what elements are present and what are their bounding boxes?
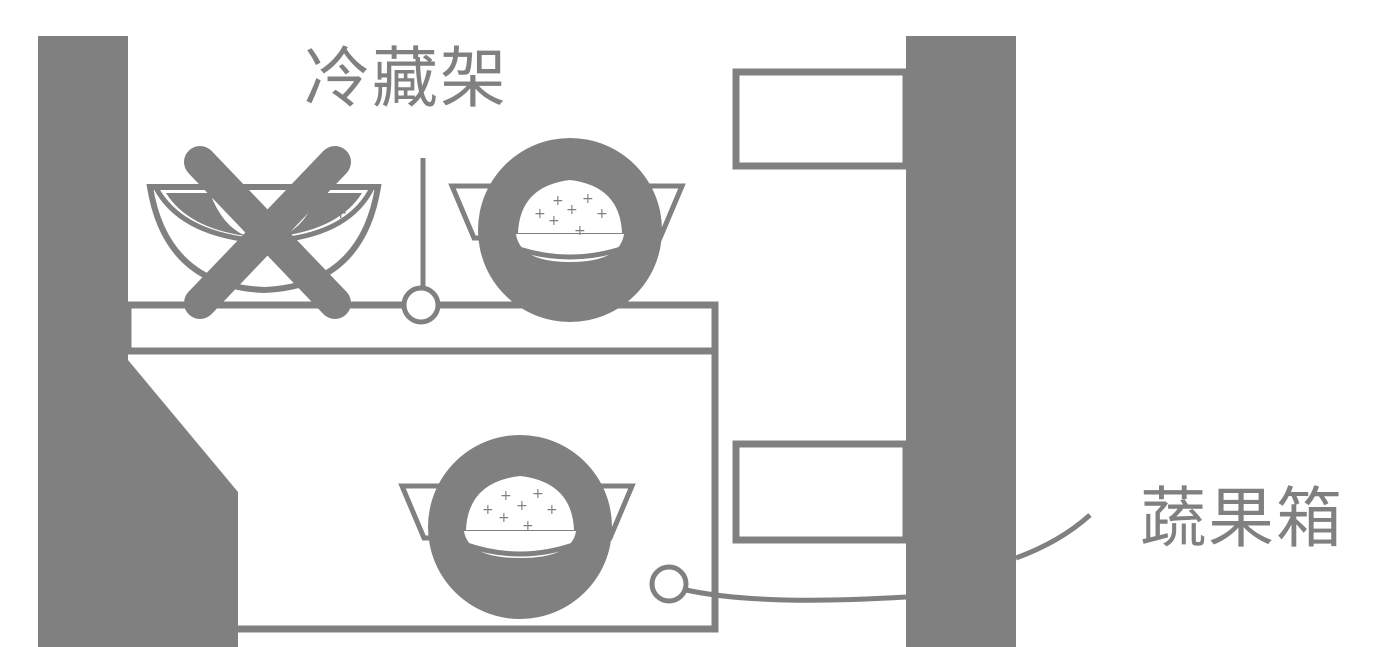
- crisper-label: 蔬果箱: [1140, 480, 1344, 557]
- svg-text:+: +: [552, 193, 564, 209]
- left-wall: [38, 36, 238, 647]
- svg-text:+: +: [566, 202, 578, 218]
- svg-text:+: +: [334, 203, 347, 222]
- svg-text:+: +: [574, 223, 586, 239]
- leader-line-crisper: [649, 513, 1092, 604]
- covered-bowl-crisper: ++ ++ ++ +: [398, 435, 636, 619]
- svg-text:+: +: [516, 498, 528, 514]
- svg-text:+: +: [582, 191, 594, 207]
- door-bin-upper: [732, 68, 910, 170]
- svg-text:+: +: [500, 488, 512, 504]
- svg-text:+: +: [532, 486, 544, 502]
- svg-text:+: +: [534, 206, 546, 222]
- crisper-box: [128, 347, 719, 633]
- x-mark-icon: [184, 146, 351, 319]
- svg-text:+: +: [522, 518, 534, 534]
- covered-bowl-shelf: ++ ++ ++ +: [448, 138, 686, 322]
- svg-text:+: +: [482, 502, 494, 518]
- svg-text:+: +: [498, 510, 510, 526]
- door-panel: [906, 36, 1016, 647]
- svg-text:+: +: [546, 502, 558, 518]
- chiller-shelf-label: 冷藏架: [304, 40, 508, 117]
- door-bin-lower: [732, 440, 910, 544]
- leader-line-chiller: [401, 158, 441, 325]
- svg-text:+: +: [548, 213, 560, 229]
- svg-text:+: +: [596, 206, 608, 222]
